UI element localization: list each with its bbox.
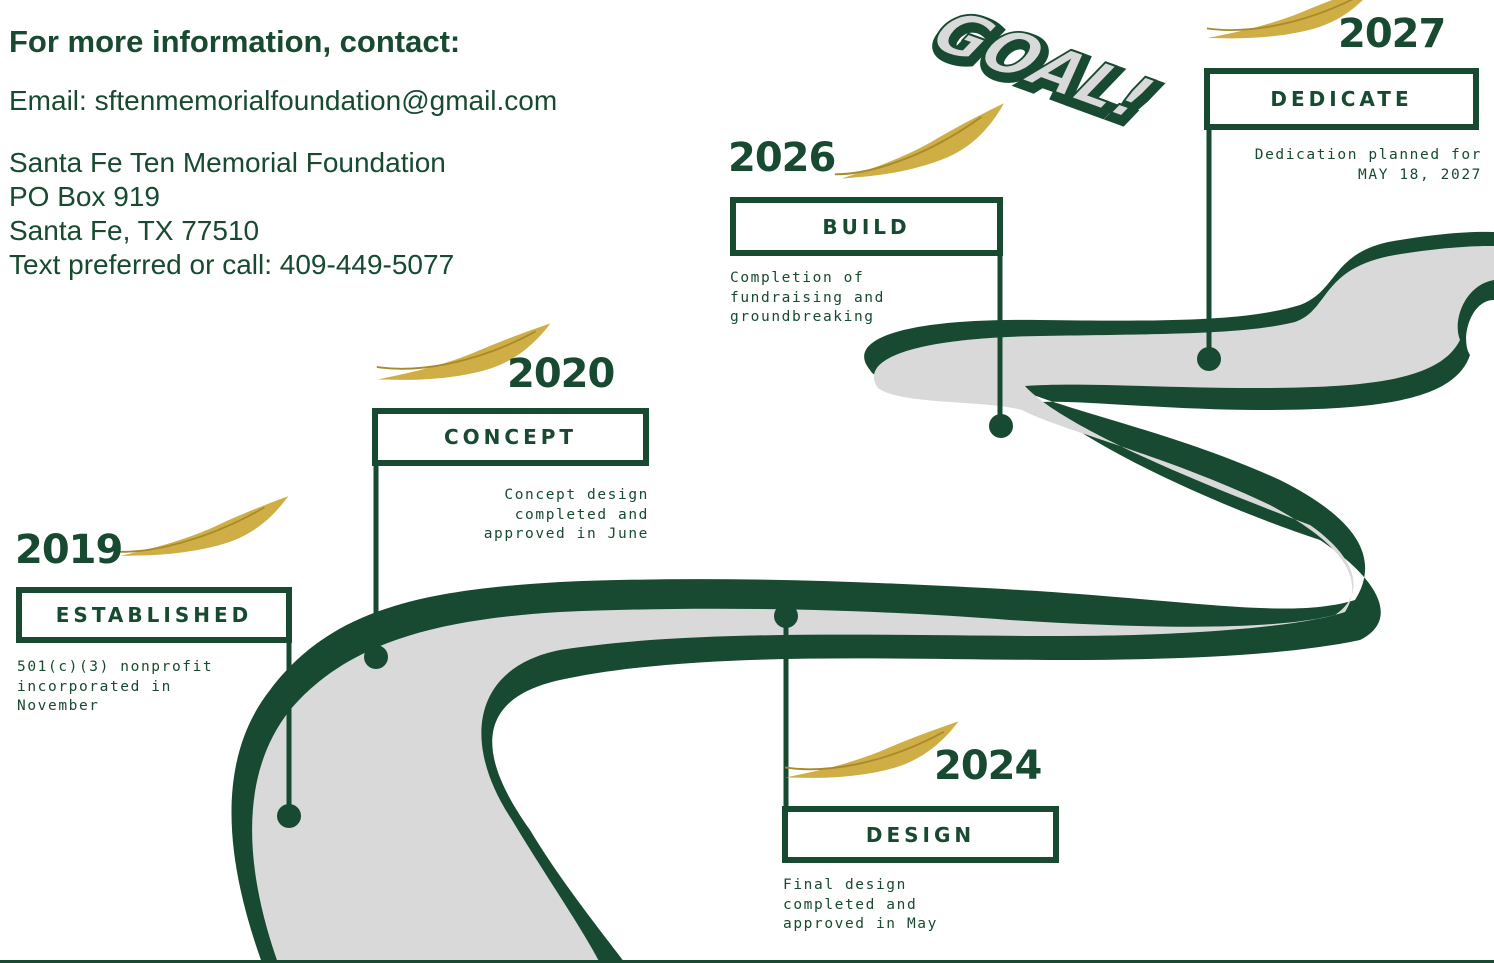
contact-po-box: PO Box 919	[9, 181, 160, 212]
flag-build: BUILD	[730, 197, 1003, 256]
flag-dedicate: DEDICATE	[1204, 68, 1479, 130]
year-2026: 2026	[728, 135, 836, 181]
dot-2027	[1197, 347, 1221, 371]
road-surface	[252, 245, 1494, 963]
year-2024: 2024	[934, 743, 1042, 789]
flag-established: ESTABLISHED	[16, 587, 292, 643]
contact-phone[interactable]: Text preferred or call: 409-449-5077	[9, 249, 455, 280]
road-shadow	[231, 231, 1494, 963]
milestone-dots	[277, 347, 1221, 828]
feather-icon	[834, 103, 1012, 181]
feather-icon	[375, 323, 553, 382]
dot-2020	[364, 645, 388, 669]
road	[231, 231, 1494, 963]
contact-email[interactable]: Email: sftenmemorialfoundation@gmail.com	[9, 85, 558, 116]
flag-concept: CONCEPT	[372, 408, 649, 466]
dot-2019	[277, 804, 301, 828]
dot-2024	[774, 604, 798, 628]
year-2019: 2019	[15, 527, 123, 573]
bottom-rule	[0, 960, 1494, 963]
contact-org: Santa Fe Ten Memorial Foundation	[9, 147, 446, 178]
year-2027: 2027	[1338, 11, 1446, 57]
contact-city: Santa Fe, TX 77510	[9, 215, 260, 246]
dot-2026	[989, 414, 1013, 438]
milestone-stems	[286, 125, 1212, 816]
feather-icon	[1205, 0, 1379, 40]
contact-heading: For more information, contact:	[9, 24, 461, 59]
year-2020: 2020	[507, 351, 615, 397]
goal-burst-icon: GOAL! GOAL!	[915, 0, 1173, 143]
goal-text: GOAL!	[919, 0, 1167, 133]
feather-icon	[783, 721, 961, 780]
flag-design: DESIGN	[782, 806, 1059, 863]
feather-icons	[114, 0, 1379, 780]
feather-icon	[114, 496, 292, 558]
